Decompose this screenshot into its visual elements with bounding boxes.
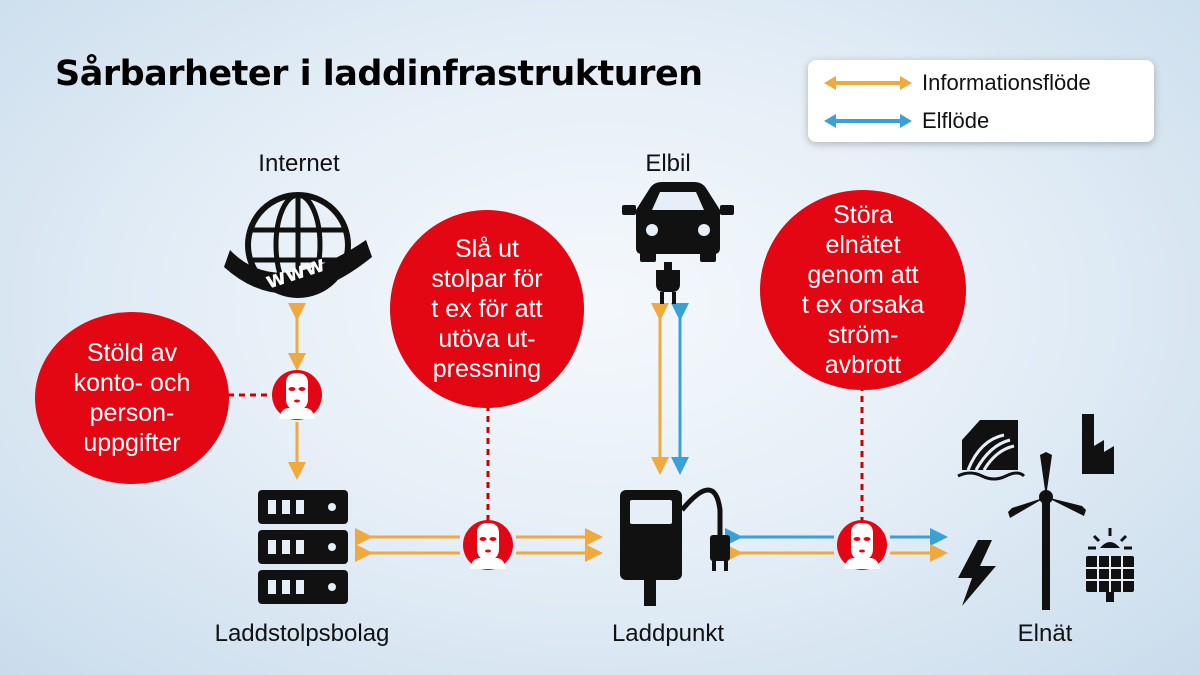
page-title: Sårbarheter i laddinfrastrukturen [55,54,703,94]
arrow-laddpunkt-elbil [651,303,689,475]
arrow-laddpunkt-elnat [725,528,948,562]
node-label-elbil: Elbil [645,150,691,177]
threat-sla-ut-text: Slå ut stolpar för t ex för att utöva ut… [431,235,543,383]
legend-info-label: Informationsflöde [922,70,1091,95]
hacker-mask-icon [272,370,322,420]
threat-stold-text: Stöld av konto- och person- uppgifter [73,339,191,457]
node-label-elnat: Elnät [1017,620,1073,647]
threat-stold: Stöld av konto- och person- uppgifter [35,312,229,484]
legend-el-flow: Elflöde [822,106,989,136]
charging-station-icon [620,487,730,606]
power-grid-icon [957,414,1134,610]
node-label-laddpunkt: Laddpunkt [611,620,725,647]
legend-el-label: Elflöde [922,108,990,133]
arrow-laddstolpsbolag-laddpunkt [355,528,603,562]
legend-info-flow: Informationsflöde [822,68,1091,98]
threat-stora: Störa elnätet genom att t ex orsaka strö… [760,190,966,390]
node-label-laddstolpsbolag: Laddstolpsbolag [214,620,390,647]
node-label-internet: Internet [258,150,340,177]
server-icon [258,490,348,604]
legend: Informationsflöde Elflöde [808,60,1154,142]
car-icon [622,182,734,304]
threat-sla-ut: Slå ut stolpar för t ex för att utöva ut… [390,210,584,408]
threat-stora-text: Störa elnätet genom att t ex orsaka strö… [801,201,925,379]
globe-www-icon: www [224,192,372,298]
hacker-mask-icon [837,520,887,570]
dashed-connectors [228,385,864,520]
double-arrow-orange-icon [824,76,912,90]
double-arrow-blue-icon [824,114,912,128]
hacker-mask-icon [463,520,513,570]
